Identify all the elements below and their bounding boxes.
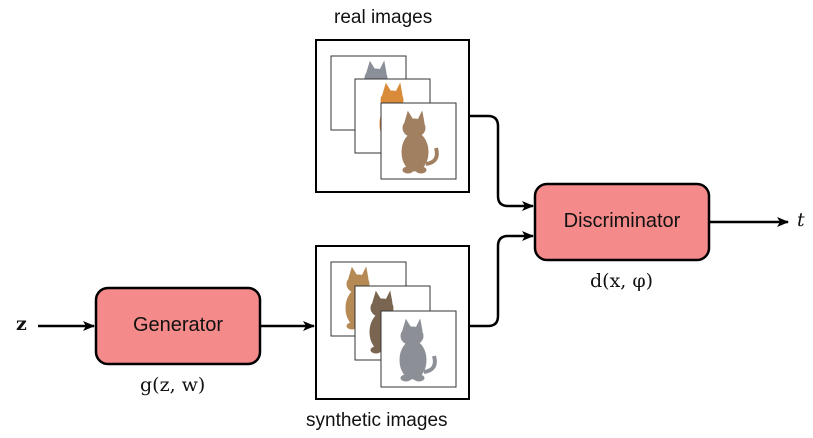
discriminator-block xyxy=(533,182,711,262)
generator-label: Generator xyxy=(132,314,224,336)
real-image-card-3 xyxy=(380,102,457,180)
generator-function-label: g(z, w) xyxy=(140,374,206,396)
discriminator-function-label: d(x, φ) xyxy=(590,270,654,292)
output-t-label: t xyxy=(797,209,805,231)
discriminator-label: Discriminator xyxy=(563,210,681,232)
arrow-synthetic-to-discriminator xyxy=(469,231,534,328)
synthetic-images-caption: synthetic images xyxy=(306,410,448,431)
arrow-real-to-discriminator xyxy=(469,114,534,211)
synthetic-images-stack xyxy=(315,245,470,400)
synthetic-image-card-3 xyxy=(380,310,457,388)
real-images-stack xyxy=(315,39,470,193)
generator-block xyxy=(94,286,262,366)
input-z-label: z xyxy=(16,313,27,335)
real-images-caption: real images xyxy=(334,7,433,28)
